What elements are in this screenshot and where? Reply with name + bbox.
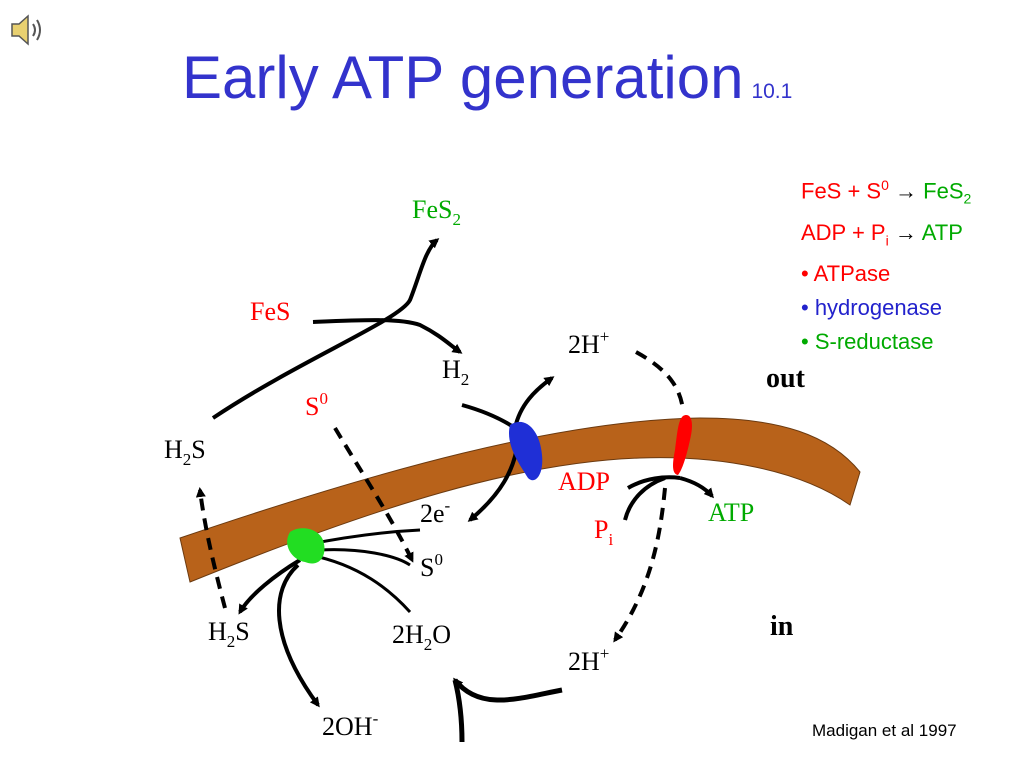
hydrogenase-protein xyxy=(509,421,543,481)
label-s0-top: S0 xyxy=(305,389,328,421)
dashed-h2s-to-h2s xyxy=(195,487,227,609)
label-2e-minus: 2e- xyxy=(420,496,451,528)
arrow-hydrogenase-to-2h-plus xyxy=(513,376,555,429)
legend-eq1-product-sub: 2 xyxy=(963,190,972,207)
label-2h-plus-bottom: 2H+ xyxy=(568,644,609,676)
arrow-atpase-to-atp xyxy=(679,476,714,499)
label-fes2: FeS2 xyxy=(412,195,461,229)
arrow-adp-to-atpase xyxy=(626,475,681,490)
legend-equation-sulfur: FeS + S0 → FeS2 xyxy=(801,168,971,216)
label-2h2o: 2H2O xyxy=(392,620,451,654)
arrow-fes-to-h2 xyxy=(312,318,463,354)
slide-title: Early ATP generation 10.1 xyxy=(182,42,792,128)
legend-eq1-reactant-sup: 0 xyxy=(881,177,889,193)
label-2h-plus-top: 2H+ xyxy=(568,327,609,359)
dashed-atpase-to-2h-plus-in xyxy=(613,487,667,643)
legend-eq2-reactant: ADP + P xyxy=(801,219,886,245)
s-reductase-protein xyxy=(287,528,325,564)
arrow-s-reductase-to-2oh-minus xyxy=(277,563,320,708)
legend-eq2-product: ATP xyxy=(921,219,963,245)
legend-equation-atp: ADP + Pi → ATP xyxy=(801,216,971,257)
label-h2s-top: H2S xyxy=(164,435,206,469)
label-pi: Pi xyxy=(594,515,613,549)
legend-eq1-arrow: → xyxy=(895,178,918,204)
arrow-h2-to-hydrogenase xyxy=(461,403,517,430)
label-atp: ATP xyxy=(708,498,754,527)
label-out: out xyxy=(766,363,806,394)
legend-item-s-reductase: • S-reductase xyxy=(801,329,934,355)
legend-eq2-arrow: → xyxy=(894,219,917,245)
legend-eq2-reactant-sub: i xyxy=(885,232,889,249)
arrow-pi-to-atpase xyxy=(623,476,666,521)
atpase-protein xyxy=(673,415,693,475)
legend-item-atpase: • ATPase xyxy=(801,261,891,287)
label-s0-bottom: S0 xyxy=(420,550,443,582)
label-fes: FeS xyxy=(250,297,290,326)
label-adp: ADP xyxy=(558,467,610,496)
slide-title-reference: 10.1 xyxy=(751,80,793,103)
citation: Madigan et al 1997 xyxy=(812,721,957,740)
arrow-2h2o-to-s-reductase xyxy=(309,553,412,614)
label-in: in xyxy=(770,611,794,642)
dashed-2h-plus-to-atpase xyxy=(635,350,685,411)
label-h2: H2 xyxy=(442,355,469,389)
arrow-2h-plus-return-tail xyxy=(452,679,465,743)
label-2oh-minus: 2OH- xyxy=(322,709,379,741)
speaker-icon[interactable] xyxy=(8,12,48,48)
legend-item-hydrogenase: • hydrogenase xyxy=(801,295,943,321)
arrow-2h-plus-return xyxy=(453,677,563,703)
slide-title-text: Early ATP generation xyxy=(182,44,744,111)
legend-eq1-product: FeS xyxy=(923,178,964,204)
legend-eq1-reactant: FeS + S xyxy=(801,178,882,204)
label-h2s-bottom: H2S xyxy=(208,617,250,651)
legend: FeS + S0 → FeS2 ADP + Pi → ATP • ATPase … xyxy=(801,168,971,359)
arrow-to-fes2 xyxy=(211,238,440,420)
arrow-s-reductase-to-h2s xyxy=(238,558,302,615)
arrow-to-s0-bottom xyxy=(319,548,411,567)
